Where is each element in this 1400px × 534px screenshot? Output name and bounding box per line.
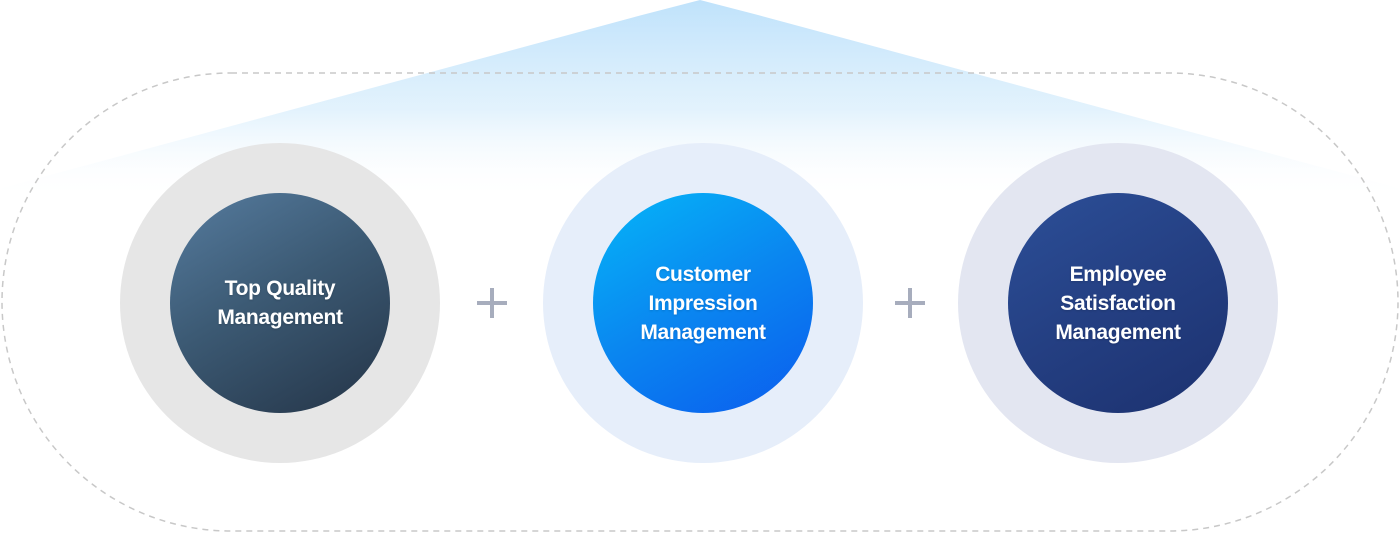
circle-label: Top Quality Management — [217, 277, 343, 329]
upward-arrow-shape — [2, 0, 1398, 200]
circle-label: Customer Impression Management — [640, 262, 766, 344]
customer-impression-management-circle: Customer Impression Management — [593, 193, 813, 413]
plus-icon — [893, 286, 927, 320]
circle-label: Employee Satisfaction Management — [1055, 262, 1181, 344]
employee-satisfaction-management-circle: Employee Satisfaction Management — [1008, 193, 1228, 413]
plus-icon — [475, 286, 509, 320]
dashed-outline — [1, 72, 1399, 532]
top-quality-management-circle: Top Quality Management — [170, 193, 390, 413]
